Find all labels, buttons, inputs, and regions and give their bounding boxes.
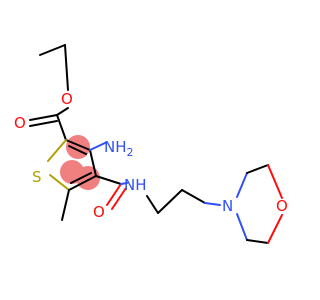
bond-ch3-ch2 bbox=[39, 44, 66, 56]
bond-chain-1 bbox=[157, 189, 183, 214]
bond-c5-methyl bbox=[61, 189, 70, 221]
atom-ester-ether-o: O bbox=[61, 90, 73, 108]
propyl-chain bbox=[157, 189, 221, 214]
bond-amide-c-n bbox=[120, 182, 128, 185]
bond-o-c bbox=[56, 107, 69, 116]
atom-amide-nh: NH bbox=[124, 176, 147, 194]
bond-c4-c5 bbox=[68, 175, 97, 191]
aromatic-highlight bbox=[60, 135, 100, 190]
bond-c-o-upper bbox=[267, 164, 283, 199]
atom-morpholine-n: N bbox=[222, 197, 233, 215]
ethyl-ester-group bbox=[29, 44, 69, 141]
bond-c-c-upper bbox=[246, 164, 269, 174]
bond-s-c2 bbox=[47, 139, 67, 162]
bond-n-ch2 bbox=[146, 195, 159, 214]
bond-c4-c5-double bbox=[70, 172, 92, 184]
bond-c-carbonyl-o2 bbox=[29, 120, 58, 127]
molecule-structure-diagram: O O NH2 S NH O N O bbox=[14, 44, 288, 244]
bond-c-c-lower bbox=[246, 239, 269, 244]
atom-morpholine-o: O bbox=[276, 197, 288, 215]
bond-c4-amide-c bbox=[95, 175, 122, 185]
atom-labels: O O NH2 S NH O N O bbox=[14, 90, 288, 221]
bond-amide-c-o bbox=[106, 183, 122, 206]
atom-amino-sub: 2 bbox=[127, 146, 134, 159]
bond-c3-c4 bbox=[89, 149, 97, 177]
bond-c2-c3 bbox=[65, 139, 91, 151]
bond-c2-c3-double bbox=[68, 145, 87, 155]
bond-chain-3 bbox=[204, 202, 221, 206]
bond-c-carbonyl-o bbox=[29, 114, 58, 121]
atom-ring-sulfur: S bbox=[32, 168, 42, 186]
atom-carbonyl-o-ester: O bbox=[14, 114, 26, 132]
atom-amino-main: NH bbox=[104, 138, 127, 156]
morpholine-ring bbox=[236, 164, 283, 244]
atom-amide-o: O bbox=[93, 203, 105, 221]
bond-ch2-o bbox=[64, 44, 69, 91]
bond-c-o-lower bbox=[267, 214, 283, 244]
atom-amino: NH2 bbox=[104, 138, 134, 159]
bond-chain-2 bbox=[181, 189, 206, 204]
amide-group bbox=[95, 175, 159, 214]
bond-amide-c-o-double bbox=[111, 187, 127, 210]
bond-c5-s bbox=[49, 174, 70, 191]
thiophene-ring bbox=[47, 139, 97, 191]
bond-ester-c-ring bbox=[56, 114, 67, 141]
bond-n-c-lower bbox=[236, 213, 248, 241]
bond-c3-amino bbox=[89, 142, 106, 151]
bond-n-c-upper bbox=[236, 172, 248, 198]
